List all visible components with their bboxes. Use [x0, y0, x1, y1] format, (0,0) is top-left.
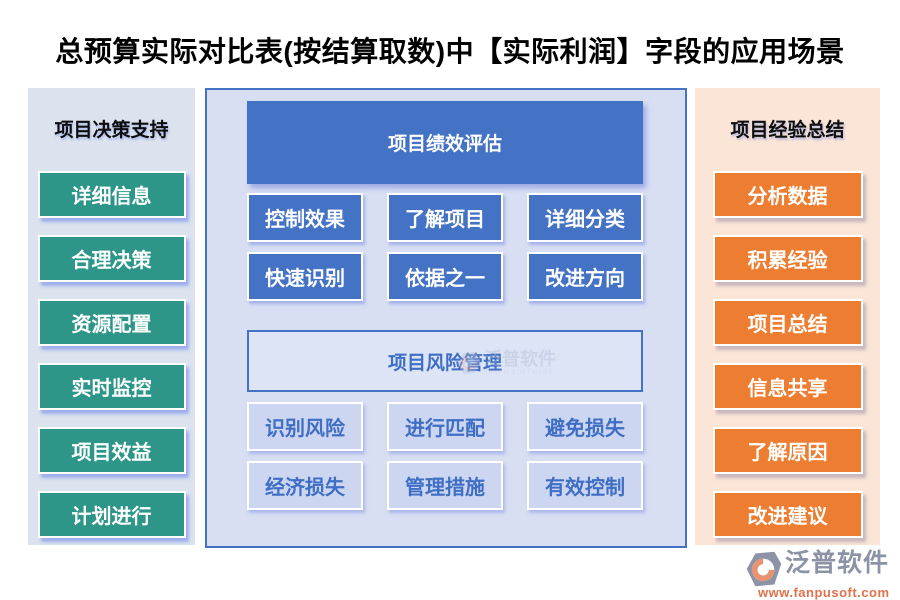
left-item-rational-decision[interactable]: 合理决策: [37, 235, 186, 282]
left-item-resource-allocation[interactable]: 资源配置: [37, 299, 186, 346]
risk-item-avoid-loss[interactable]: 避免损失: [527, 402, 643, 451]
right-item-understand-reason[interactable]: 了解原因: [712, 427, 863, 474]
right-item-improve-suggestion[interactable]: 改进建议: [712, 491, 863, 538]
footer-brand-url[interactable]: www.fanpusoft.com: [758, 585, 890, 600]
perf-item-quick-identify[interactable]: 快速识别: [247, 252, 363, 301]
perf-item-control-effect[interactable]: 控制效果: [247, 193, 363, 242]
left-item-detail-info[interactable]: 详细信息: [37, 171, 186, 218]
fanpu-logo-icon: [746, 551, 782, 587]
left-item-plan-progress[interactable]: 计划进行: [37, 491, 186, 538]
panel-project-experience-summary: 项目经验总结 分析数据 积累经验 项目总结 信息共享 了解原因 改进建议: [695, 88, 880, 545]
perf-item-improve-direction[interactable]: 改进方向: [527, 252, 643, 301]
footer-brand: 泛普软件 www.fanpusoft.com: [744, 549, 890, 600]
left-item-project-benefit[interactable]: 项目效益: [37, 427, 186, 474]
risk-item-effective-control[interactable]: 有效控制: [527, 461, 643, 510]
risk-item-manage-measures[interactable]: 管理措施: [387, 461, 503, 510]
perf-item-know-project[interactable]: 了解项目: [387, 193, 503, 242]
perf-item-basis[interactable]: 依据之一: [387, 252, 503, 301]
right-item-analyze-data[interactable]: 分析数据: [712, 171, 863, 218]
panel-center: 项目绩效评估 控制效果 了解项目 详细分类 快速识别 依据之一 改进方向 项目风…: [205, 88, 687, 548]
risk-item-economic-loss[interactable]: 经济损失: [247, 461, 363, 510]
right-item-accumulate-experience[interactable]: 积累经验: [712, 235, 863, 282]
footer-brand-name: 泛普软件: [785, 549, 890, 577]
right-item-project-summary[interactable]: 项目总结: [712, 299, 863, 346]
left-item-realtime-monitor[interactable]: 实时监控: [37, 363, 186, 410]
page-title: 总预算实际对比表(按结算取数)中【实际利润】字段的应用场景: [55, 36, 845, 67]
panel-project-decision-support: 项目决策支持 详细信息 合理决策 资源配置 实时监控 项目效益 计划进行: [28, 88, 195, 545]
left-panel-buttons: 详细信息 合理决策 资源配置 实时监控 项目效益 计划进行: [28, 171, 195, 538]
perf-item-detail-category[interactable]: 详细分类: [527, 193, 643, 242]
right-panel-title: 项目经验总结: [730, 120, 845, 141]
risk-management-header: 项目风险管理: [247, 330, 643, 392]
right-panel-buttons: 分析数据 积累经验 项目总结 信息共享 了解原因 改进建议: [695, 171, 880, 538]
performance-evaluation-header: 项目绩效评估: [247, 101, 643, 184]
left-panel-title: 项目决策支持: [54, 120, 169, 141]
risk-item-identify-risk[interactable]: 识别风险: [247, 402, 363, 451]
right-item-info-sharing[interactable]: 信息共享: [712, 363, 863, 410]
risk-item-match[interactable]: 进行匹配: [387, 402, 503, 451]
